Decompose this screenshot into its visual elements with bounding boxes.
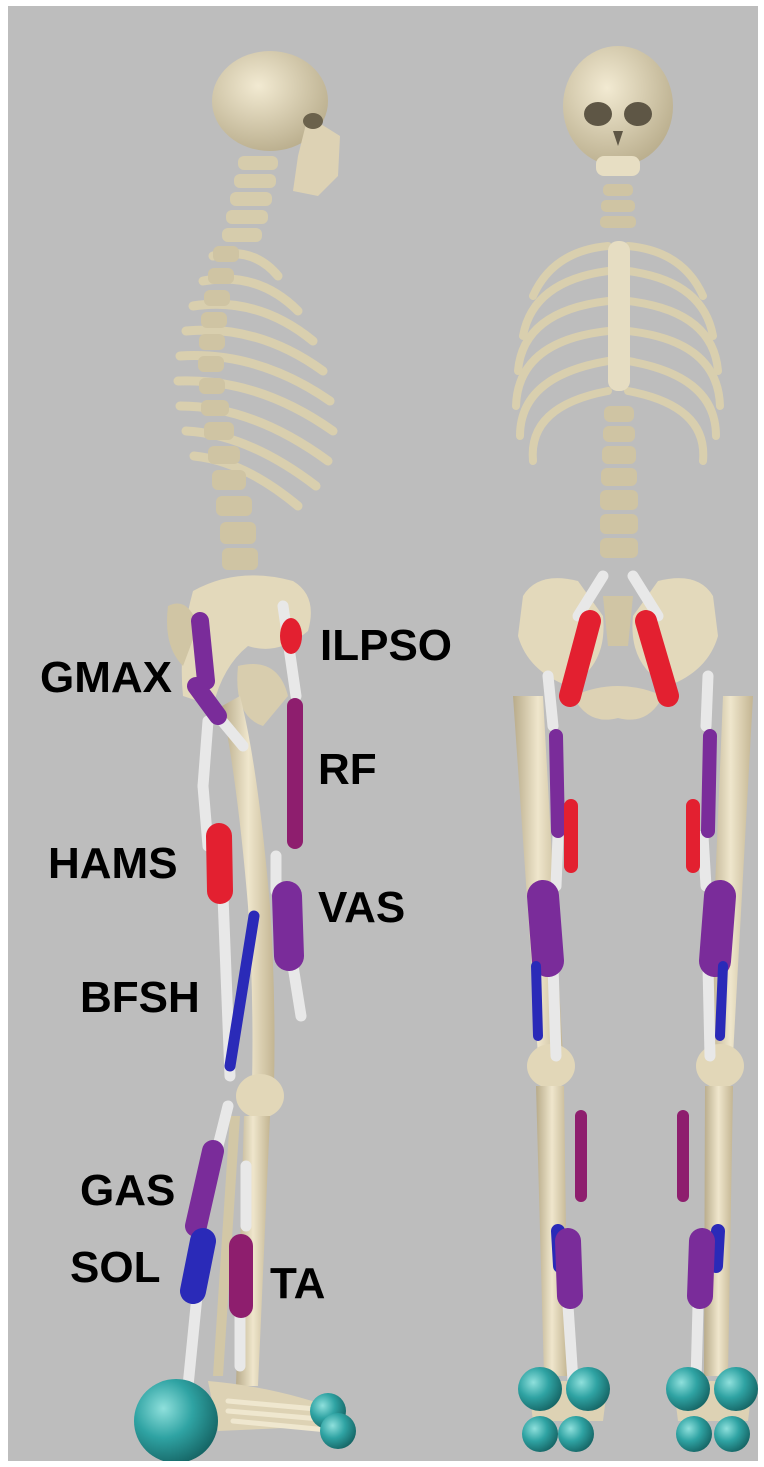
front-ta-right [700, 1241, 702, 1296]
side-skull [212, 51, 340, 196]
vas-muscle [287, 896, 289, 956]
front-ta-left [568, 1241, 570, 1296]
front-sternum [608, 241, 630, 391]
hams-muscle [219, 836, 220, 891]
gas-label: GAS [80, 1169, 175, 1213]
front-bfsh-left [536, 966, 538, 1036]
ilpso-label: ILPSO [320, 624, 452, 668]
front-vas-right [715, 896, 720, 961]
front-spine [600, 406, 638, 558]
front-sol-right [716, 1231, 718, 1266]
sol-muscle [193, 1241, 203, 1291]
gmax-muscle-upper [200, 621, 206, 681]
vas-label: VAS [318, 886, 405, 930]
front-bfsh-right [720, 966, 723, 1036]
ilpso-muscle [280, 618, 302, 654]
front-rf-right [708, 736, 710, 831]
front-skull [563, 46, 673, 176]
bfsh-label: BFSH [80, 976, 200, 1020]
side-cervical-spine [222, 156, 278, 242]
figure-frame: GMAX ILPSO RF HAMS VAS BFSH GAS SOL TA [8, 6, 758, 1461]
front-view-skeleton [513, 46, 758, 1452]
side-spine [198, 246, 258, 570]
gas-muscle [196, 1151, 213, 1226]
front-cervical-spine [600, 184, 636, 228]
bfsh-muscle [230, 916, 254, 1066]
front-vas-left [543, 896, 548, 961]
gmax-label: GMAX [40, 656, 172, 700]
sol-label: SOL [70, 1246, 160, 1290]
ta-label: TA [270, 1262, 325, 1306]
rf-label: RF [318, 748, 377, 792]
hams-label: HAMS [48, 842, 178, 886]
front-rf-left [556, 736, 558, 831]
